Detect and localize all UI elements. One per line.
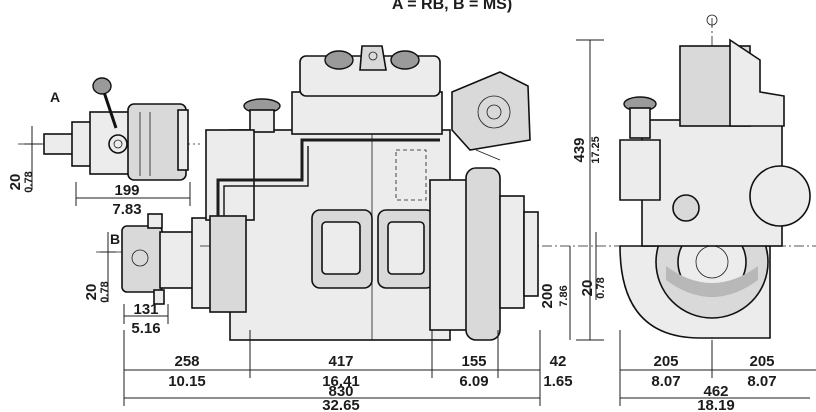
- svg-text:258: 258: [174, 353, 199, 370]
- dim-205-right: 205 8.07: [747, 353, 776, 390]
- svg-text:7.83: 7.83: [112, 201, 141, 218]
- svg-text:199: 199: [114, 182, 139, 199]
- label-a: A: [50, 89, 60, 105]
- dim-131: 131 5.16: [131, 301, 160, 337]
- svg-text:0.78: 0.78: [595, 277, 607, 298]
- svg-text:17.25: 17.25: [590, 136, 602, 164]
- dim-258: 258 10.15: [168, 353, 206, 390]
- svg-text:155: 155: [461, 353, 486, 370]
- svg-text:200: 200: [539, 283, 556, 308]
- svg-text:32.65: 32.65: [322, 397, 360, 412]
- dim-20-b: 20 0.78: [83, 281, 111, 302]
- svg-text:462: 462: [703, 383, 728, 400]
- svg-text:10.15: 10.15: [168, 373, 206, 390]
- svg-text:42: 42: [550, 353, 567, 370]
- engine-front-view: [619, 14, 811, 340]
- svg-text:6.09: 6.09: [459, 373, 488, 390]
- svg-text:417: 417: [328, 353, 353, 370]
- svg-text:20: 20: [579, 280, 596, 297]
- svg-text:830: 830: [328, 383, 353, 400]
- svg-text:7.86: 7.86: [558, 285, 570, 306]
- dim-439: 439 17.25: [571, 136, 602, 164]
- svg-text:1.65: 1.65: [543, 373, 572, 390]
- dim-417: 417 16.41: [322, 353, 360, 390]
- dim-20-right: 20 0.78: [579, 277, 607, 298]
- dim-20-a: 20 0.78: [7, 171, 35, 192]
- gearbox-a-drawing: [18, 77, 200, 181]
- svg-text:5.16: 5.16: [131, 320, 160, 337]
- dim-42: 42 1.65: [543, 353, 572, 390]
- dim-462: 462 18.19: [697, 383, 735, 412]
- svg-text:205: 205: [749, 353, 774, 370]
- svg-text:439: 439: [571, 137, 588, 162]
- svg-text:20: 20: [83, 284, 100, 301]
- svg-text:0.78: 0.78: [23, 171, 35, 192]
- svg-text:20: 20: [7, 174, 24, 191]
- svg-text:131: 131: [133, 301, 158, 318]
- engine-side-view: [200, 45, 816, 341]
- dim-155: 155 6.09: [459, 353, 488, 390]
- dim-200: 200 7.86: [539, 283, 570, 308]
- dim-199: 199 7.83: [112, 182, 141, 218]
- svg-text:16.41: 16.41: [322, 373, 360, 390]
- dim-205-left: 205 8.07: [651, 353, 680, 390]
- gearbox-legend: A = RB, B = MS): [392, 0, 512, 13]
- svg-text:8.07: 8.07: [651, 373, 680, 390]
- svg-text:8.07: 8.07: [747, 373, 776, 390]
- dim-830: 830 32.65: [322, 383, 360, 412]
- svg-text:0.78: 0.78: [99, 281, 111, 302]
- svg-text:205: 205: [653, 353, 678, 370]
- svg-text:18.19: 18.19: [697, 397, 735, 412]
- label-b: B: [110, 231, 120, 247]
